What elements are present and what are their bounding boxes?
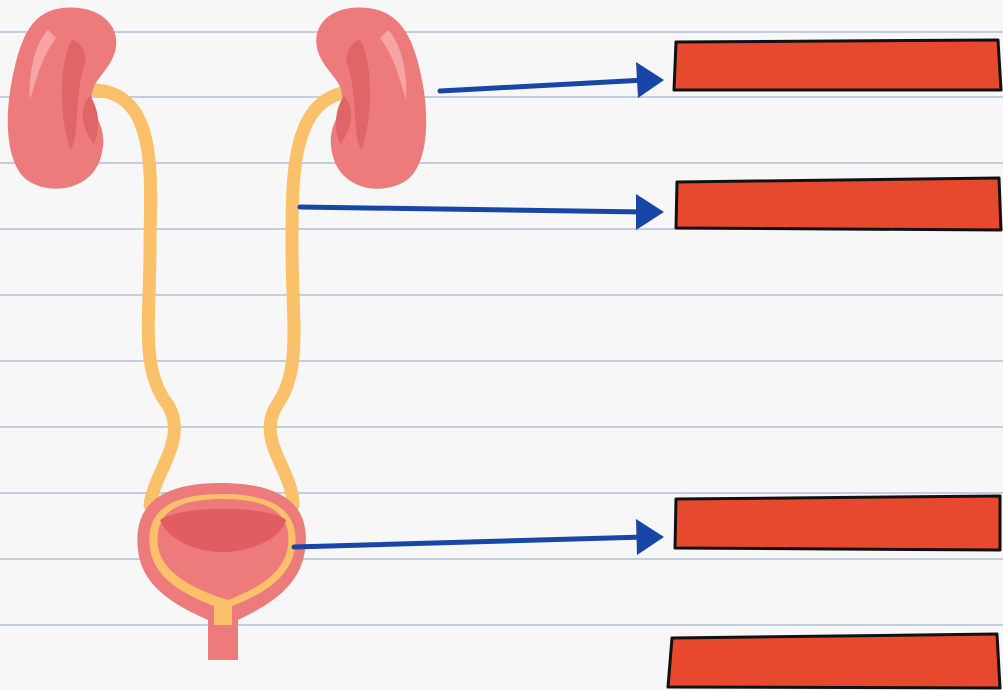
label-box-1[interactable]	[674, 40, 1001, 90]
arrowhead-icon	[636, 62, 664, 98]
left-kidney-icon	[8, 8, 117, 189]
arrow-to-label-3	[294, 537, 645, 547]
label-boxes	[668, 40, 1001, 688]
arrow-to-label-2	[300, 207, 645, 212]
arrowhead-icon	[636, 194, 664, 230]
left-ureter	[96, 90, 174, 505]
bladder-icon	[137, 483, 306, 660]
arrow-to-label-1	[440, 80, 645, 91]
label-box-4[interactable]	[668, 634, 1000, 688]
arrowhead-icon	[636, 519, 664, 555]
label-box-2[interactable]	[676, 178, 1001, 230]
label-box-3[interactable]	[675, 496, 1000, 550]
